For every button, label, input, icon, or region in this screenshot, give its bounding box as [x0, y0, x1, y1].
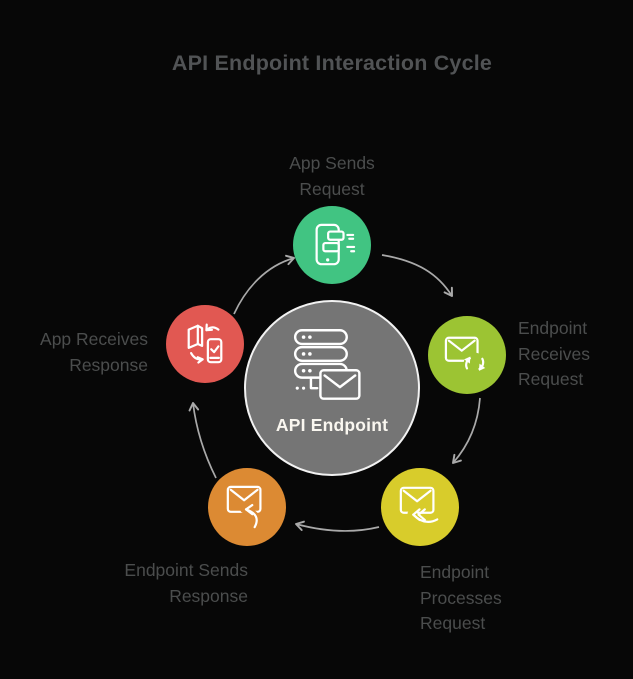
node-endpoint-processes-request — [381, 468, 459, 546]
node-api-endpoint: API Endpoint — [244, 300, 420, 476]
arrow-endpoint-receives-request-to-endpoint-processes-request — [452, 397, 481, 464]
label-endpoint-sends-response: Endpoint Sends Response — [124, 560, 248, 606]
diagram-title: API Endpoint Interaction Cycle — [171, 51, 493, 75]
label-app-receives-response: App Receives Response — [40, 329, 148, 375]
label-endpoint-receives-request: Endpoint Receives Request — [518, 318, 590, 389]
node-endpoint-sends-response — [208, 468, 286, 546]
mail-processing-icon — [399, 486, 442, 526]
phone-message-icon — [315, 223, 356, 266]
device-sync-icon — [187, 323, 223, 364]
center-node-label: API Endpoint — [275, 415, 389, 435]
node-app-sends-request — [293, 206, 371, 284]
server-mail-icon — [293, 329, 361, 400]
mail-reply-icon — [226, 485, 262, 530]
arrow-app-receives-response-to-app-sends-request — [233, 254, 295, 315]
node-app-receives-response — [166, 305, 244, 383]
arrow-app-sends-request-to-endpoint-receives-request — [381, 254, 453, 297]
arrow-endpoint-processes-request-to-endpoint-sends-response — [295, 520, 380, 532]
node-endpoint-receives-request — [428, 316, 506, 394]
label-app-sends-request: App Sends Request — [289, 153, 375, 199]
arrow-endpoint-sends-response-to-app-receives-response — [188, 402, 217, 479]
mail-sync-icon — [444, 336, 486, 375]
label-endpoint-processes-request: Endpoint Processes Request — [420, 562, 502, 633]
